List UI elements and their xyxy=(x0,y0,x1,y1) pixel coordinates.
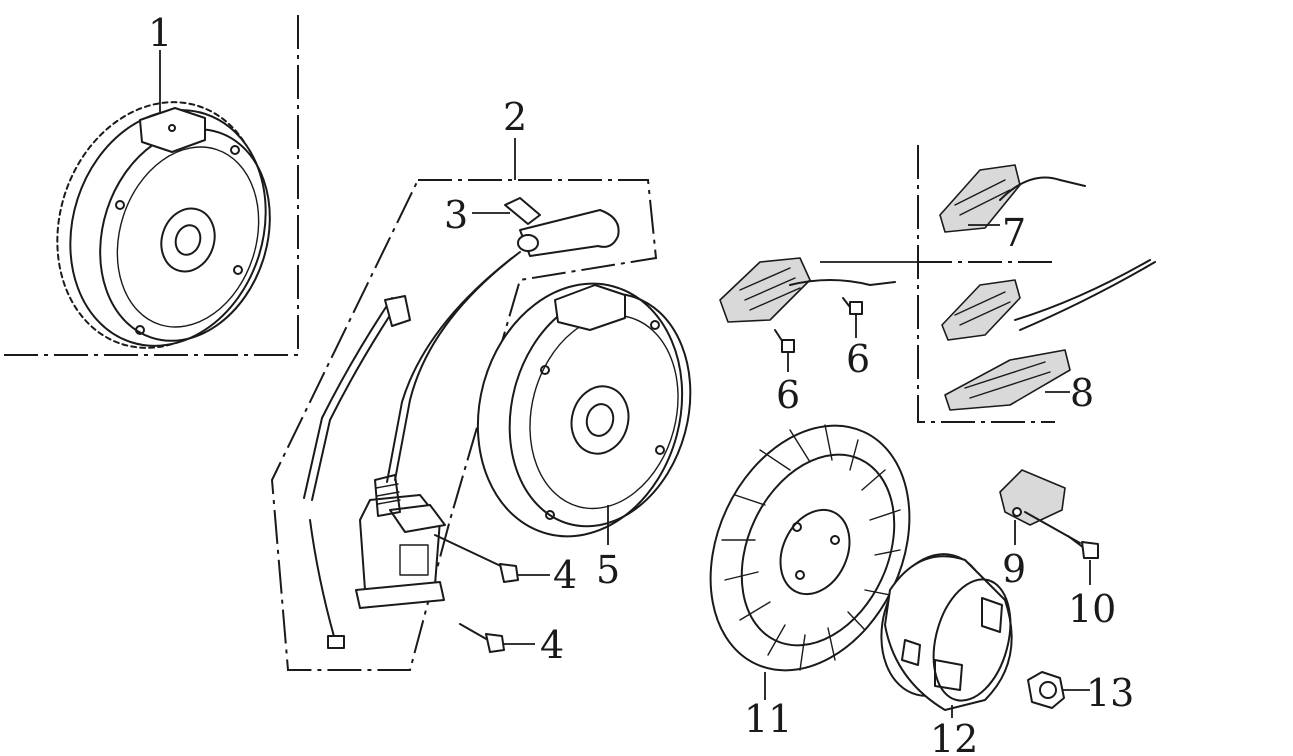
part-4-bolt-upper: 4 xyxy=(434,534,577,597)
ignition-coil xyxy=(355,474,446,609)
flywheel-hub xyxy=(160,207,216,273)
charge-coil-windings xyxy=(739,267,801,311)
part-12-starter-cup: 12 xyxy=(880,553,1013,756)
flywheel-5-hole-a xyxy=(650,320,660,330)
part-1-flywheel: 1 xyxy=(0,11,299,356)
coil-7-lead xyxy=(999,176,1086,201)
callout-6-right: 6 xyxy=(846,337,870,381)
callout-4-lower: 4 xyxy=(540,623,564,667)
coil-8b-windings xyxy=(964,361,1051,399)
callout-1: 1 xyxy=(148,11,172,55)
flywheel-hole-d xyxy=(115,200,125,210)
callout-3: 3 xyxy=(444,193,468,237)
part-6-charge-coil: 6 6 xyxy=(719,257,920,417)
bolt-4a-head xyxy=(499,563,519,583)
bolt-10-shank xyxy=(1067,535,1085,549)
screw-6b-head xyxy=(849,301,863,315)
part-4-bolt-lower: 4 xyxy=(459,623,564,667)
flywheel-face xyxy=(99,128,271,342)
ht-lead-inner xyxy=(386,257,513,483)
coil-8a-lead xyxy=(1014,259,1151,321)
callout-6-left: 6 xyxy=(776,373,800,417)
ground-wire-b xyxy=(303,297,393,499)
ground-terminal xyxy=(327,635,345,649)
callout-13: 13 xyxy=(1086,671,1134,715)
callout-8: 8 xyxy=(1070,371,1094,415)
flywheel-5-hole-d xyxy=(540,365,550,375)
bolt-4b-head xyxy=(485,633,505,653)
fan-hole-a xyxy=(792,522,802,532)
bracket-hole xyxy=(1012,507,1022,517)
screw-6a-head xyxy=(781,339,795,353)
fan-hole-b xyxy=(830,535,840,545)
starter-cup-shell xyxy=(884,555,1013,711)
bolt-10-head xyxy=(1081,541,1099,559)
plug-cap-body xyxy=(519,209,620,257)
coil-8b-body xyxy=(944,349,1071,411)
ground-wire-c xyxy=(309,519,336,641)
flywheel-5-hole-b xyxy=(655,445,665,455)
coil-8b-lead xyxy=(1019,261,1156,331)
part-10-bolt: 10 xyxy=(1024,511,1116,631)
charge-coil-body xyxy=(719,257,811,323)
fan-blades xyxy=(721,424,901,671)
fan-hole-c xyxy=(795,570,805,580)
charge-coil-lead xyxy=(789,279,896,286)
flywheel-inner-ring xyxy=(116,146,260,328)
flywheel-5-hub xyxy=(570,385,630,455)
part-2-group-border xyxy=(270,179,658,671)
coil-8a-body xyxy=(941,279,1021,341)
flywheel-5-face xyxy=(508,292,692,528)
part-13-nut: 13 xyxy=(1027,671,1134,715)
coil-7-windings xyxy=(954,179,1011,216)
coil-8a-windings xyxy=(954,291,1011,326)
coil-spring-coils xyxy=(375,483,401,505)
flywheel-hub-bore xyxy=(174,224,202,256)
callout-9: 9 xyxy=(1002,547,1026,591)
starter-cup-rim xyxy=(932,578,1012,702)
part-1-group-border xyxy=(0,15,299,356)
nut-13-hex xyxy=(1027,671,1065,709)
ground-clip xyxy=(384,295,411,327)
callout-4-upper: 4 xyxy=(553,553,577,597)
part-3-spark-plug-cap: 3 xyxy=(444,193,620,257)
flywheel-5-hole-c xyxy=(545,510,555,520)
coil-core xyxy=(399,544,429,576)
starter-cup-slot-c xyxy=(901,639,921,666)
coil-mount-flange xyxy=(355,581,445,609)
flywheel-5-inner xyxy=(529,314,679,510)
part-2-ignition-group: 2 3 4 xyxy=(270,95,658,671)
flywheel-5-bore xyxy=(585,403,615,437)
flywheel-hole-c xyxy=(135,325,145,335)
part-8-coil-pair: 8 xyxy=(941,259,1156,415)
flywheel-hole-b xyxy=(233,265,243,275)
starter-cup-slot-b xyxy=(934,659,963,691)
part-5-flywheel: 5 xyxy=(476,282,692,592)
coil-spring-boot xyxy=(374,474,401,517)
flywheel-magnet-hole xyxy=(168,124,176,132)
callout-2: 2 xyxy=(503,95,527,139)
part-7-coil: 7 xyxy=(939,164,1086,255)
callout-10: 10 xyxy=(1068,587,1116,631)
plug-cap-boot xyxy=(517,234,539,252)
plug-cap-tip xyxy=(504,197,541,225)
callout-5: 5 xyxy=(596,548,620,592)
ground-wire-a xyxy=(311,299,401,501)
callout-7: 7 xyxy=(1002,211,1026,255)
starter-cup-slot-a xyxy=(981,597,1003,633)
flywheel-hole-a xyxy=(230,145,240,155)
callout-11: 11 xyxy=(744,697,792,741)
part-9-bracket: 9 xyxy=(999,469,1066,591)
coil-top-plate xyxy=(389,504,446,533)
bolt-4b-shank xyxy=(459,623,489,641)
callout-12: 12 xyxy=(930,717,978,756)
nut-13-bore xyxy=(1039,681,1057,699)
part-11-cooling-fan: 11 xyxy=(709,424,911,741)
bolt-4a-shank xyxy=(434,534,506,569)
flywheel-5-magnet xyxy=(554,284,626,331)
parts-7-8-border xyxy=(917,145,1055,423)
parts-7-8-group: 7 8 xyxy=(917,145,1156,423)
